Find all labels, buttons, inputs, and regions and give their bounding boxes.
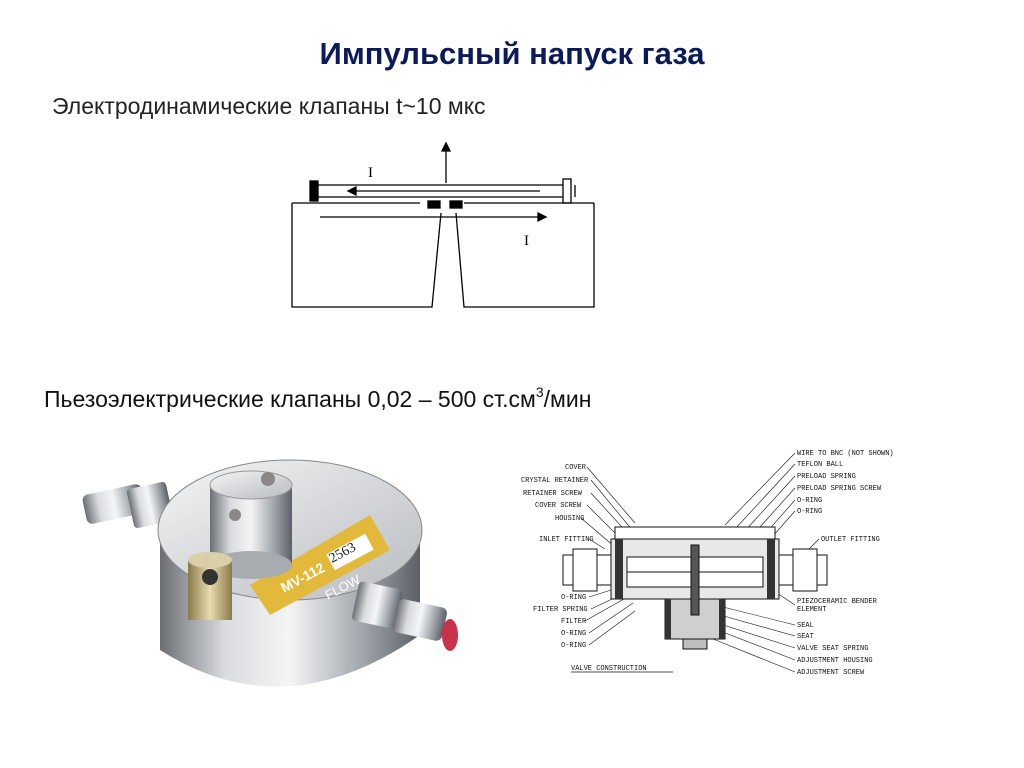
label-preload-spring-screw: PRELOAD SPRING SCREW [797,485,882,493]
piezo-text-sup: 3 [535,384,544,400]
current-label-top: I [368,165,373,181]
piezo-valve-photo: MV-112 2563 FLOW [82,459,458,687]
label-filter: FILTER [561,618,587,626]
valve-construction-diagram: COVER CRYSTAL RETAINER RETAINER SCREW CO… [521,450,894,677]
label-retainer-screw: RETAINER SCREW [523,490,583,498]
label-outlet-fitting: OUTLET FITTING [821,536,880,544]
label-teflon-ball: TEFLON BALL [797,461,843,469]
label-element: ELEMENT [797,606,826,614]
label-valve-seat-spring: VALVE SEAT SPRING [797,645,868,653]
label-cover: COVER [565,464,587,472]
label-wire-to-bnc: WIRE TO BNC (NOT SHOWN) [797,450,894,458]
label-seat: SEAT [797,633,814,641]
electrodynamic-valves-text: Электродинамические клапаны t~10 мкс [52,93,486,119]
label-filter-spring: FILTER SPRING [533,606,588,614]
label-housing: HOUSING [555,515,584,523]
piezo-text-tail: /мин [543,386,592,412]
label-adjustment-screw: ADJUSTMENT SCREW [797,669,865,677]
label-o-ring-4: O-RING [797,497,822,505]
label-o-ring-3: O-RING [561,642,586,650]
label-inlet-fitting: INLET FITTING [539,536,594,544]
piezo-valves-text: Пьезоэлектрические клапаны 0,02 – 500 ст… [44,384,592,413]
label-cover-screw: COVER SCREW [535,502,582,510]
label-o-ring-5: O-RING [797,508,822,516]
electrodynamic-valve-schematic: I I [291,141,595,308]
label-piezoceramic-bender: PIEZOCERAMIC BENDER [797,598,878,606]
label-o-ring-1: O-RING [561,594,586,602]
label-adjustment-housing: ADJUSTMENT HOUSING [797,657,873,665]
diagram-caption: VALVE CONSTRUCTION [571,665,647,673]
label-o-ring-2: O-RING [561,630,586,638]
label-crystal-retainer: CRYSTAL RETAINER [521,477,589,485]
slide-title: Импульсный напуск газа [319,36,705,71]
label-seal: SEAL [797,622,814,630]
current-label-bottom: I [524,233,529,249]
piezo-text-main: Пьезоэлектрические клапаны 0,02 – 500 ст… [44,386,536,412]
label-preload-spring: PRELOAD SPRING [797,473,856,481]
